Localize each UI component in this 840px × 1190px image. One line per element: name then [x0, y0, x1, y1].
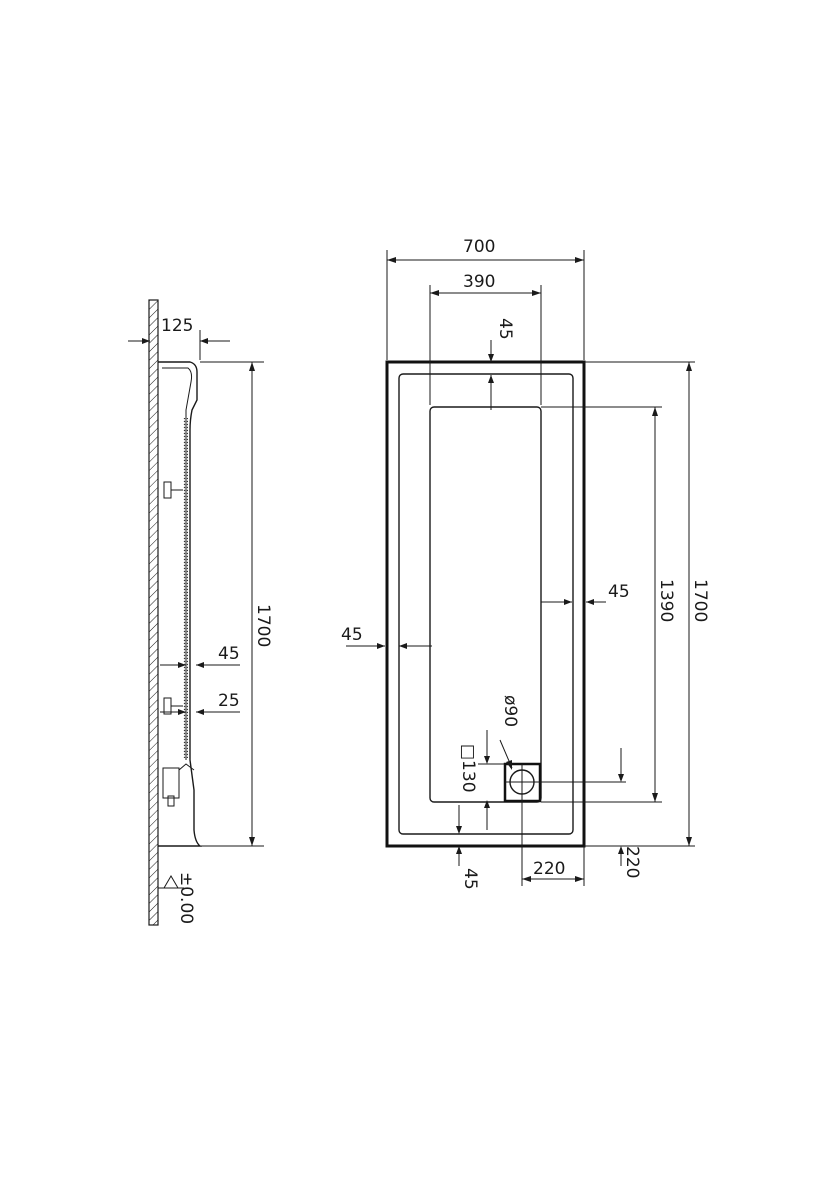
dim-left-rim-45: 45: [341, 625, 363, 645]
dim-45-side: 45: [218, 644, 240, 664]
dim-right-rim-45: 45: [608, 582, 630, 602]
dim-length-1700-side: 1700: [253, 604, 273, 647]
level-triangle-icon: [163, 875, 179, 889]
dim-drain-dia-90: ø90: [500, 695, 520, 727]
side-view: 125 1700 45 25 ±0.00: [128, 299, 273, 926]
tray-basin: [429, 406, 542, 803]
tray-profile: [158, 361, 202, 847]
dim-top-rim-45: 45: [495, 318, 515, 340]
dim-bottom-rim-45: 45: [460, 868, 480, 890]
tray-outline: [385, 360, 586, 848]
dim-inner-width-390: 390: [463, 272, 495, 292]
dim-drain-y-220: 220: [622, 846, 642, 878]
dim-25-side: 25: [218, 691, 240, 711]
level-zero: ±0.00: [176, 872, 196, 924]
dim-drain-x-220: 220: [533, 859, 565, 879]
dim-inner-length-1390: 1390: [656, 579, 676, 622]
dim-overhang-125: 125: [161, 316, 193, 336]
dim-drain-square-130: □130: [458, 744, 478, 793]
adjustable-feet: [162, 481, 195, 807]
plan-view: 700 390 45 45 45 1390: [341, 237, 710, 890]
dim-width-700: 700: [463, 237, 495, 257]
tray-inner-rim: [398, 373, 574, 835]
wall-section: [148, 299, 159, 926]
insulation-strip: [183, 418, 188, 758]
dim-length-1700-plan: 1700: [690, 579, 710, 622]
